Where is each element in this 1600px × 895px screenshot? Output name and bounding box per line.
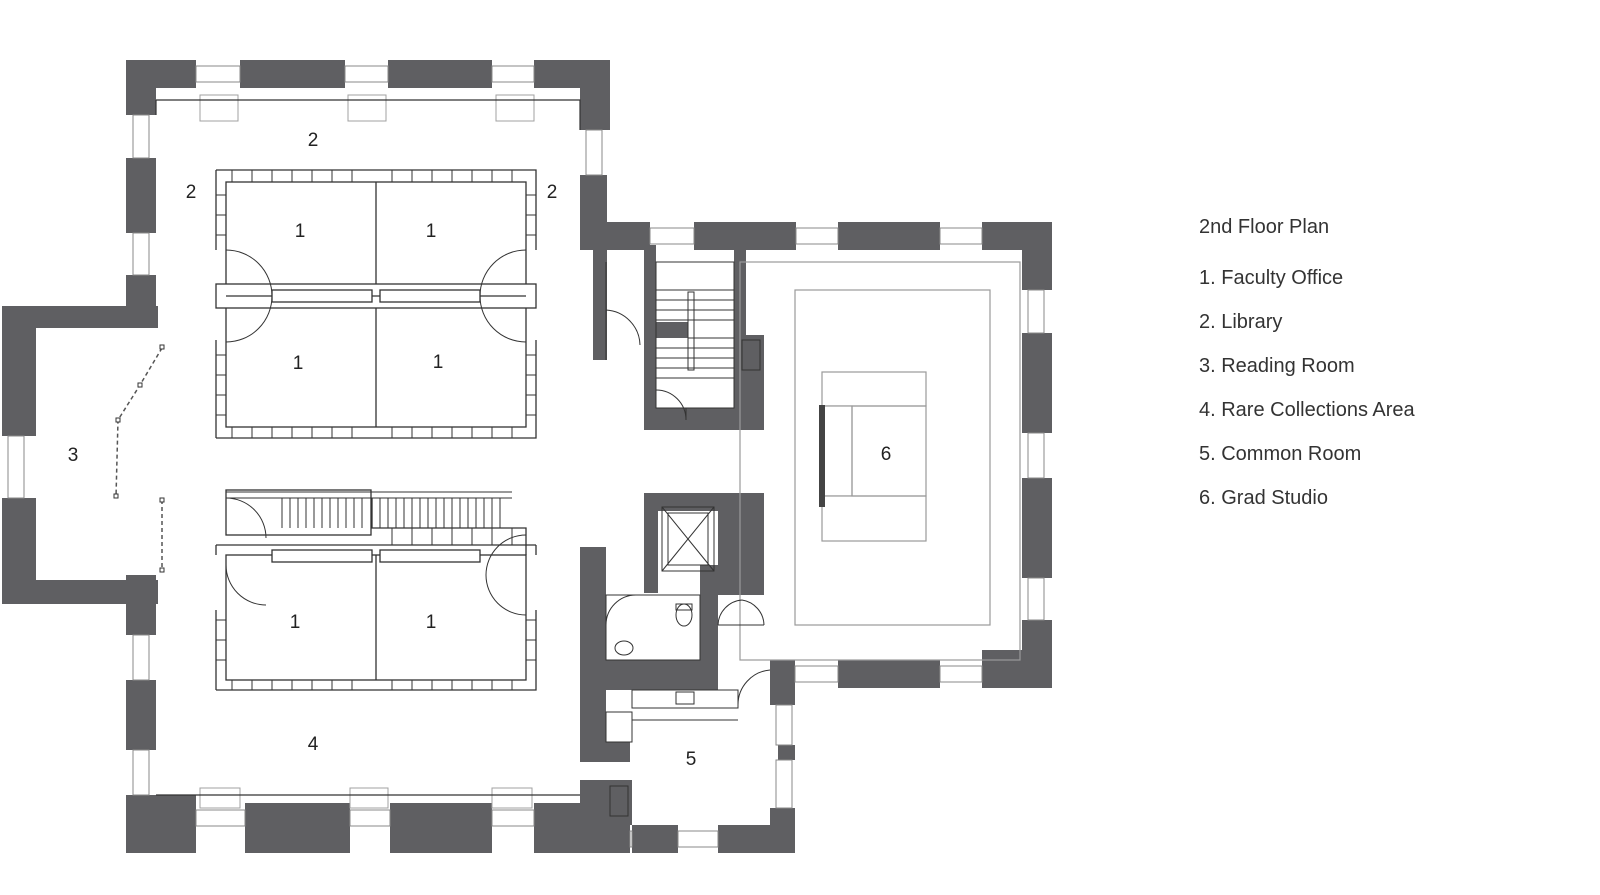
exterior-walls	[2, 60, 1052, 853]
reading-room-partition	[115, 347, 163, 570]
room-label-office-ml: 1	[293, 353, 304, 374]
room-label-reading-room: 3	[68, 445, 79, 466]
shelf-ticks-upper	[216, 170, 536, 438]
stair-treads-lower	[216, 498, 536, 690]
faculty-office-cluster-upper	[215, 169, 537, 439]
elevator-restroom	[605, 506, 771, 817]
room-label-rare-collections: 4	[308, 734, 319, 755]
studio-pinup-wall	[819, 405, 825, 507]
legend-item-common-room: 5. Common Room	[1199, 443, 1362, 465]
room-label-library-top: 2	[308, 130, 319, 151]
room-numbers: 2 2 2 1 1 1 1 1 1 3 4 5 6	[68, 130, 892, 770]
faculty-office-cluster-lower	[215, 489, 537, 691]
windows	[7, 65, 1045, 848]
room-label-office-mr: 1	[433, 352, 444, 373]
room-label-grad-studio: 6	[881, 444, 892, 465]
floor-plan-drawing: 2 2 2 1 1 1 1 1 1 3 4 5 6	[2, 60, 1052, 853]
grad-studio-desks	[821, 371, 927, 542]
room-label-common-room: 5	[686, 749, 697, 770]
room-label-office-ul: 1	[295, 221, 306, 242]
interior-lines	[155, 99, 1021, 796]
plan-legend: 2nd Floor Plan 1. Faculty Office 2. Libr…	[1199, 216, 1415, 532]
legend-item-faculty-office: 1. Faculty Office	[1199, 267, 1344, 289]
room-label-office-ur: 1	[426, 221, 437, 242]
legend-item-rare-collections: 4. Rare Collections Area	[1199, 399, 1415, 421]
room-label-library-right: 2	[547, 182, 558, 203]
legend-item-grad-studio: 6. Grad Studio	[1199, 487, 1328, 509]
plan-title: 2nd Floor Plan	[1199, 216, 1330, 238]
room-label-library-left: 2	[186, 182, 197, 203]
legend-list: 1. Faculty Office 2. Library 3. Reading …	[1199, 268, 1415, 508]
legend-item-library: 2. Library	[1199, 311, 1283, 333]
partition-pivots	[113, 344, 165, 573]
window-alcoves	[199, 94, 535, 809]
room-label-office-lr: 1	[426, 612, 437, 633]
room-label-office-ll: 1	[290, 612, 301, 633]
legend-item-reading-room: 3. Reading Room	[1199, 355, 1355, 377]
stair-core	[605, 261, 761, 421]
